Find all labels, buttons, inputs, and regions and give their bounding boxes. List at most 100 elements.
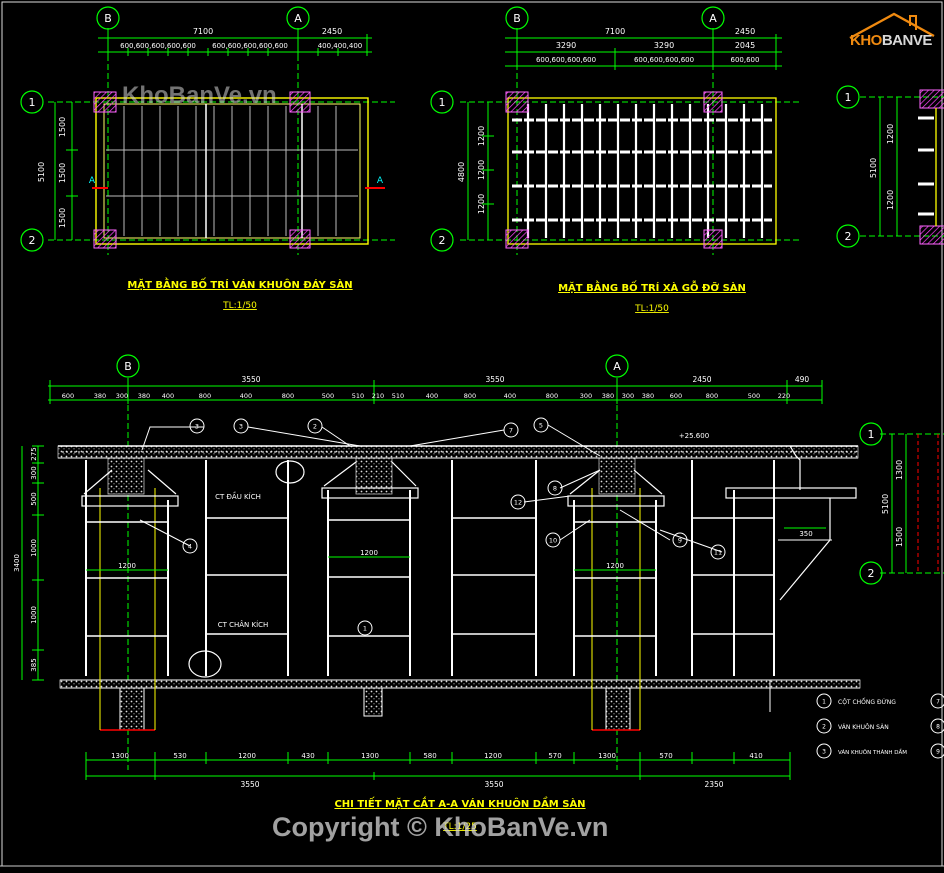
section-sub-dim-14: 800: [464, 392, 476, 400]
section-sub-dim-4: 380: [138, 392, 150, 400]
callout-5: 5: [539, 422, 543, 430]
plan3-dim-v-b: 1200: [886, 190, 895, 210]
plan1-grid-b: B: [104, 12, 112, 25]
plan2-dim-v-a: 1200: [477, 126, 486, 146]
watermark-bottom: Copyright © KhoBanVe.vn: [272, 812, 609, 842]
legend-right-num-1: 7: [936, 699, 940, 706]
section-sub-dim-13: 400: [426, 392, 438, 400]
plan2-grid-a: A: [709, 12, 717, 25]
section-sub-dim-9: 500: [322, 392, 334, 400]
plan-3-partial: [836, 85, 944, 248]
plan1-grid-1: 1: [29, 96, 36, 109]
section-bottom-dim-7: 1200: [484, 752, 502, 760]
legend-num-2: 2: [822, 724, 826, 731]
section-bottom-dim-1: 1300: [111, 752, 129, 760]
plan2-dim-sub1: 3290: [556, 41, 576, 50]
plan2-dim-sub3: 2045: [735, 41, 755, 50]
legend-num-1: 1: [822, 699, 826, 706]
section-top-dim-3: 2450: [692, 375, 711, 384]
section-sub-dim-11: 210: [372, 392, 384, 400]
section-bottom-dim-10: 570: [659, 752, 672, 760]
label-width-2: 1200: [360, 549, 378, 557]
section-sub-dim-12: 510: [392, 392, 404, 400]
section-bottom-dim-2: 530: [173, 752, 186, 760]
section-sub-dim-6: 800: [199, 392, 211, 400]
plan2-dim-v-c: 1200: [477, 194, 486, 214]
section-left-dim-6: 385: [30, 658, 38, 671]
plan2-scale: TL:1/50: [634, 304, 669, 314]
callout-4: 7: [509, 427, 513, 435]
plan1-dim-v-total: 5100: [37, 162, 46, 182]
section-sub-dim-2: 380: [94, 392, 106, 400]
plan2-dim-main: 7100: [605, 27, 625, 36]
plan4-dim-v-a: 1300: [895, 460, 904, 480]
plan2-grid-b: B: [513, 12, 521, 25]
callout-7: 1: [363, 625, 367, 633]
khobanve-logo[interactable]: KHOBANVE: [846, 8, 938, 56]
plan3-grid-2: 2: [845, 230, 852, 243]
section-left-dim-3: 500: [30, 492, 38, 505]
plan2-dim-v-total: 4800: [457, 162, 466, 182]
callout-8: 12: [514, 499, 522, 507]
house-roof-icon: [849, 12, 935, 40]
logo-banve: BANVE: [881, 32, 933, 49]
plan2-dim-sub2: 3290: [654, 41, 674, 50]
section-title: CHI TIẾT MẶT CẮT A-A VÁN KHUÔN DẦM SÀN: [334, 795, 585, 810]
callout-3: 2: [313, 423, 317, 431]
section-sub-dim-21: 600: [670, 392, 682, 400]
plan1-dim-v-a: 1500: [58, 117, 67, 137]
plan1-section-mark-left: A: [89, 176, 96, 186]
legend-text-3: VÁN KHUÔN THÀNH DẦM: [838, 748, 907, 756]
section-sub-dim-20: 380: [642, 392, 654, 400]
plan3-grid-1: 1: [845, 91, 852, 104]
plan-1-bottom-formwork: [20, 6, 395, 255]
section-bottom-total-1: 3550: [240, 780, 259, 789]
callout-1: 3: [195, 423, 199, 431]
section-sub-dim-7: 400: [240, 392, 252, 400]
plan1-dim-right: 2450: [322, 27, 342, 36]
legend-text-1: CỘT CHỐNG ĐỨNG: [838, 698, 896, 706]
plan3-dim-v-a: 1200: [886, 124, 895, 144]
section-left-dim-2: 300: [30, 466, 38, 479]
plan1-dim-main: 7100: [193, 27, 213, 36]
section-bottom-dim-11: 410: [749, 752, 762, 760]
section-level: +25.600: [679, 432, 709, 440]
label-width-350: 350: [799, 530, 812, 538]
plan1-scale: TL:1/50: [222, 301, 257, 311]
section-grid-a: A: [613, 360, 621, 373]
section-sub-dim-22: 800: [706, 392, 718, 400]
label-width-1: 1200: [118, 562, 136, 570]
plan1-grid-2: 2: [29, 234, 36, 247]
section-sub-dim-15: 400: [504, 392, 516, 400]
section-top-dim-2: 3550: [485, 375, 504, 384]
plan1-dim-sub-left: 600,600,600,600,600: [120, 42, 196, 50]
section-bottom-dim-8: 570: [548, 752, 561, 760]
section-bottom-dim-9: 1300: [598, 752, 616, 760]
plan4-dim-v-b: 1500: [895, 527, 904, 547]
section-left-dim-5: 1000: [30, 606, 38, 624]
logo-kho: KHO: [850, 32, 882, 49]
plan2-dim-v-b: 1200: [477, 160, 486, 180]
section-sub-dim-10: 510: [352, 392, 364, 400]
legend-text-2: VÁN KHUÔN SÀN: [838, 724, 889, 731]
callout-12: 11: [714, 549, 722, 557]
legend-num-3: 3: [822, 749, 826, 756]
section-bottom-dim-3: 1200: [238, 752, 256, 760]
section-bottom-dim-4: 430: [301, 752, 314, 760]
section-bottom-dim-6: 580: [423, 752, 436, 760]
section-sub-dim-19: 300: [622, 392, 634, 400]
section-sub-dim-18: 380: [602, 392, 614, 400]
callout-9: 10: [549, 537, 557, 545]
section-sub-dim-8: 800: [282, 392, 294, 400]
section-bottom-total-2: 3550: [484, 780, 503, 789]
section-grid-b: B: [124, 360, 132, 373]
section-bottom-total-3: 2350: [704, 780, 723, 789]
plan1-dim-v-b: 1500: [58, 163, 67, 183]
plan-4-partial: [859, 422, 944, 585]
legend-right-num-3: 9: [936, 749, 940, 756]
label-width-3: 1200: [606, 562, 624, 570]
